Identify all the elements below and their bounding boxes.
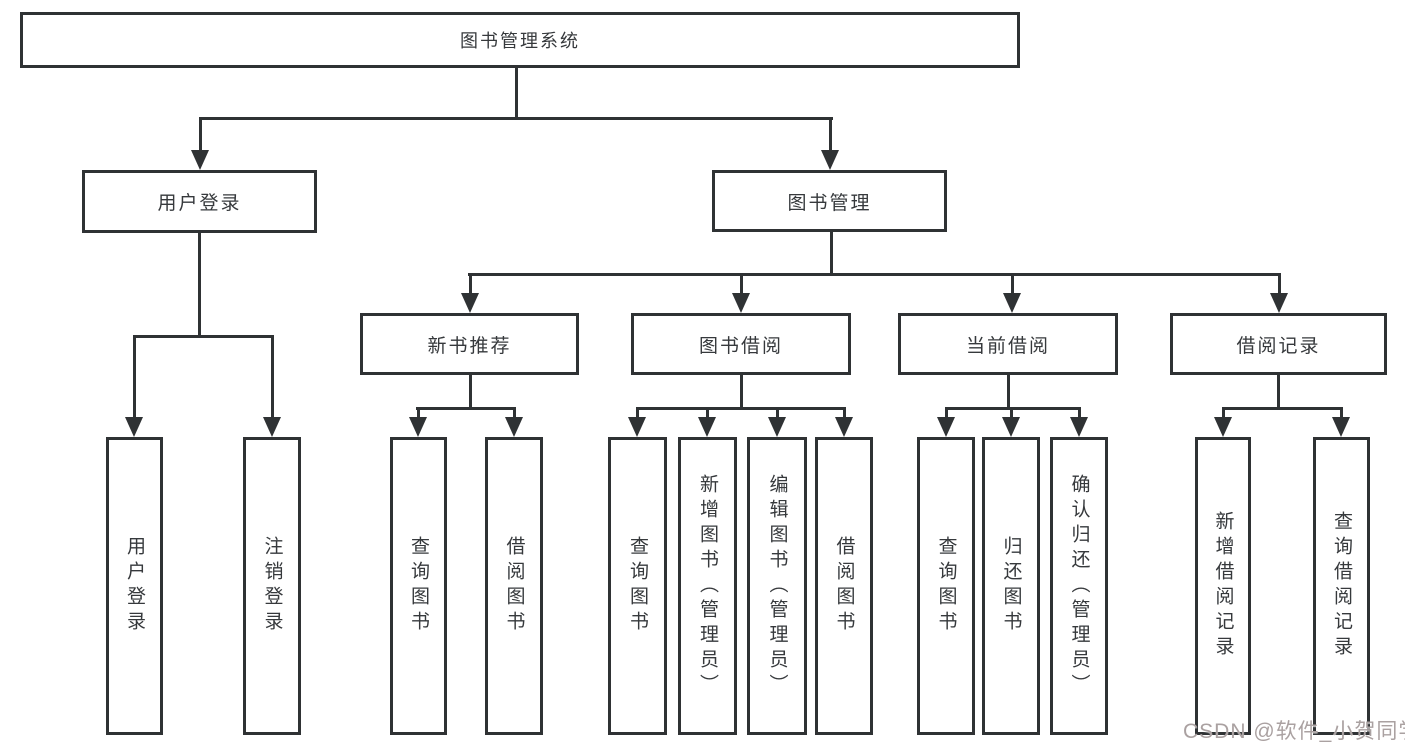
leaf-add-borrow-record: 新增借阅记录 (1195, 437, 1251, 735)
node-book-management-label: 图书管理 (787, 192, 872, 214)
leaf-recommend-borrow-books: 借阅图书 (485, 437, 543, 735)
arrowhead-to-current-borrow (1003, 293, 1021, 313)
arrowhead-to-query-record (1332, 417, 1350, 437)
arrowhead-to-borrow-records (1270, 293, 1288, 313)
connector-records-rail (1222, 407, 1343, 410)
arrowhead-to-book-borrow (732, 293, 750, 313)
leaf-add-books-admin: 新增图书（管理员） (678, 437, 737, 735)
connector-book-mgmt-stem (830, 232, 833, 275)
node-borrow-records-label: 借阅记录 (1236, 335, 1321, 357)
leaf-recommend-query-books-label: 查询图书 (408, 536, 429, 636)
node-borrow-records: 借阅记录 (1170, 313, 1387, 375)
arrowhead-to-add-books (698, 417, 716, 437)
leaf-borrow-books-label: 借阅图书 (833, 536, 855, 636)
leaf-borrow-books: 借阅图书 (815, 437, 873, 735)
leaf-return-books: 归还图书 (982, 437, 1040, 735)
node-new-book-recommend: 新书推荐 (360, 313, 579, 375)
connector-arrow-stem (829, 117, 832, 152)
leaf-current-query-books: 查询图书 (917, 437, 975, 735)
leaf-confirm-return-admin: 确认归还（管理员） (1050, 437, 1108, 735)
node-current-borrow-label: 当前借阅 (965, 335, 1050, 357)
leaf-current-query-books-label: 查询图书 (935, 536, 957, 636)
leaf-add-borrow-record-label: 新增借阅记录 (1212, 511, 1234, 661)
arrowhead-to-leaf-logout (263, 417, 281, 437)
arrowhead-to-current-query (937, 417, 955, 437)
connector-user-login-stem (198, 233, 201, 336)
connector-recommend-stem (469, 375, 472, 410)
leaf-query-borrow-record: 查询借阅记录 (1313, 437, 1370, 735)
connector-records-stem (1277, 375, 1280, 410)
node-root: 图书管理系统 (20, 12, 1020, 68)
connector-current-rail (945, 407, 1081, 410)
node-book-borrow-label: 图书借阅 (698, 335, 783, 357)
connector-arrow-stem (1078, 407, 1081, 420)
arrowhead-to-recommend-borrow (505, 417, 523, 437)
arrowhead-to-edit-books (768, 417, 786, 437)
connector-arrow-stem (417, 407, 420, 420)
connector-arrow-stem (271, 335, 274, 419)
arrowhead-to-user-login (191, 150, 209, 170)
connector-arrow-stem (945, 407, 948, 420)
connector-arrow-stem (199, 117, 202, 152)
leaf-borrow-query-books-label: 查询图书 (627, 536, 648, 636)
arrowhead-to-leaf-user-login (125, 417, 143, 437)
connector-arrow-stem (1278, 273, 1281, 296)
leaf-borrow-query-books: 查询图书 (608, 437, 667, 735)
leaf-user-login: 用户登录 (106, 437, 163, 735)
connector-arrow-stem (1222, 407, 1225, 420)
leaf-logout: 注销登录 (243, 437, 301, 735)
connector-arrow-stem (513, 407, 516, 420)
arrowhead-to-new-book-recommend (461, 293, 479, 313)
connector-arrow-stem (469, 273, 472, 296)
leaf-logout-label: 注销登录 (261, 536, 283, 636)
connector-arrow-stem (740, 273, 743, 296)
node-root-label: 图书管理系统 (460, 31, 580, 51)
connector-l2-rail (468, 273, 1281, 276)
connector-arrow-stem (1011, 273, 1014, 296)
node-user-login: 用户登录 (82, 170, 317, 233)
connector-arrow-stem (1010, 407, 1013, 420)
node-book-borrow: 图书借阅 (631, 313, 851, 375)
connector-arrow-stem (706, 407, 709, 420)
arrowhead-to-confirm-return (1070, 417, 1088, 437)
arrowhead-to-recommend-query (409, 417, 427, 437)
connector-book-borrow-stem (740, 375, 743, 410)
connector-arrow-stem (776, 407, 779, 420)
leaf-recommend-query-books: 查询图书 (390, 437, 447, 735)
node-book-management: 图书管理 (712, 170, 947, 232)
arrowhead-to-add-record (1214, 417, 1232, 437)
connector-arrow-stem (1340, 407, 1343, 420)
arrowhead-to-return-books (1002, 417, 1020, 437)
csdn-watermark: CSDN @软件_小贺同学 (1183, 720, 1405, 743)
connector-book-borrow-rail (636, 407, 845, 410)
leaf-confirm-return-admin-label: 确认归还（管理员） (1068, 473, 1090, 699)
leaf-return-books-label: 归还图书 (1000, 536, 1022, 636)
leaf-add-books-admin-label: 新增图书（管理员） (697, 473, 718, 699)
connector-arrow-stem (133, 335, 136, 419)
connector-arrow-stem (843, 407, 846, 420)
node-current-borrow: 当前借阅 (898, 313, 1118, 375)
leaf-edit-books-admin-label: 编辑图书（管理员） (766, 473, 788, 699)
connector-recommend-rail (416, 407, 516, 410)
arrowhead-to-book-management (821, 150, 839, 170)
node-new-book-recommend-label: 新书推荐 (427, 335, 512, 357)
leaf-edit-books-admin: 编辑图书（管理员） (747, 437, 807, 735)
leaf-query-borrow-record-label: 查询借阅记录 (1331, 511, 1352, 661)
connector-root-stem (515, 68, 518, 118)
arrowhead-to-borrow-books (835, 417, 853, 437)
connector-current-stem (1007, 375, 1010, 410)
leaf-recommend-borrow-books-label: 借阅图书 (503, 536, 525, 636)
leaf-user-login-label: 用户登录 (124, 536, 145, 636)
arrowhead-to-borrow-query (628, 417, 646, 437)
connector-l1-rail (199, 117, 833, 120)
connector-arrow-stem (636, 407, 639, 420)
node-user-login-label: 用户登录 (157, 193, 242, 214)
connector-user-login-rail (133, 335, 274, 338)
